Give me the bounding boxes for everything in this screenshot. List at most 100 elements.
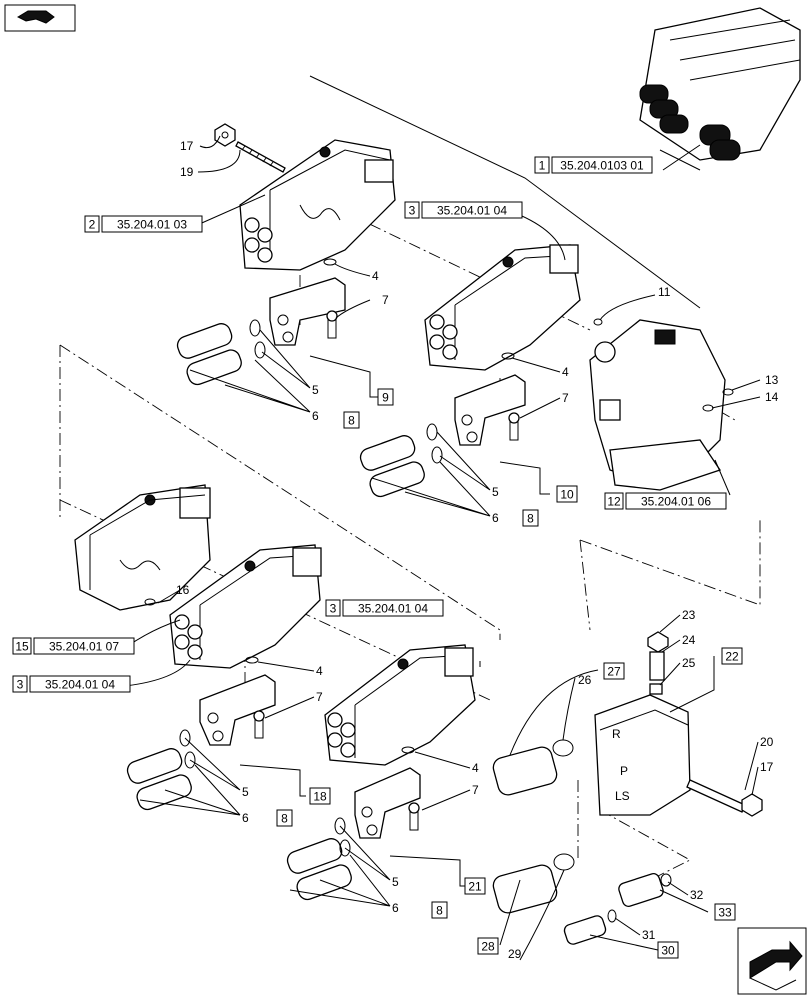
coupler-callout-fans (139, 329, 491, 907)
filter-cartridges (492, 746, 558, 914)
callout-leaders (124, 135, 761, 961)
callout-number-4[interactable]: 4 (472, 761, 479, 775)
callout-number-5[interactable]: 5 (312, 383, 319, 397)
adapter-plate-21 (354, 767, 421, 839)
callout-number-7[interactable]: 7 (382, 293, 389, 307)
boxed-callout-21[interactable]: 21 (464, 877, 486, 895)
svg-text:10: 10 (560, 488, 574, 502)
reference-box-ref-3c[interactable]: 3 35.204.01 04 (325, 599, 444, 617)
reference-number: 3 (330, 602, 337, 616)
screws (253, 310, 520, 831)
callout-number-6[interactable]: 6 (312, 409, 319, 423)
adapter-plate-9 (269, 277, 346, 346)
callout-number-6[interactable]: 6 (242, 811, 249, 825)
svg-text:8: 8 (348, 414, 355, 428)
reference-code: 35.204.01 04 (437, 204, 507, 218)
reference-number: 12 (607, 495, 621, 509)
callout-number-5[interactable]: 5 (242, 785, 249, 799)
boxed-callout-27[interactable]: 27 (603, 662, 625, 680)
svg-text:27: 27 (607, 665, 621, 679)
bolt-19-drawing (235, 141, 286, 173)
reference-box-ref-2[interactable]: 2 35.204.01 03 (84, 215, 203, 233)
callout-number-4[interactable]: 4 (562, 365, 569, 379)
boxed-callout-8[interactable]: 8 (343, 411, 360, 429)
callout-number-16[interactable]: 16 (176, 583, 190, 597)
boxed-callout-33[interactable]: 33 (714, 903, 736, 921)
callout-number-4[interactable]: 4 (372, 269, 379, 283)
svg-text:33: 33 (718, 906, 732, 920)
boxed-callout-22[interactable]: 22 (721, 647, 743, 665)
reference-box-ref-15[interactable]: 15 35.204.01 07 (12, 637, 135, 655)
reference-code: 35.204.01 03 (117, 218, 187, 232)
reference-number: 15 (15, 640, 29, 654)
callout-number-7[interactable]: 7 (472, 783, 479, 797)
callout-number-6[interactable]: 6 (392, 901, 399, 915)
callout-number-19[interactable]: 19 (180, 165, 194, 179)
reference-box-ref-12[interactable]: 12 35.204.01 06 (604, 492, 727, 510)
reference-code: 35.204.0103 01 (560, 159, 644, 173)
boxed-callout-8[interactable]: 8 (431, 901, 448, 919)
boxed-callout-8[interactable]: 8 (276, 809, 293, 827)
back-to-index-icon[interactable] (4, 4, 76, 32)
boxed-callout-28[interactable]: 28 (477, 937, 499, 955)
svg-text:21: 21 (468, 880, 482, 894)
bolt-20-drawing (686, 779, 763, 817)
callout-number-24[interactable]: 24 (682, 633, 696, 647)
callout-number-11[interactable]: 11 (658, 285, 671, 299)
assembled-valve-bank-image (639, 7, 801, 171)
svg-text:22: 22 (725, 650, 739, 664)
svg-text:9: 9 (382, 391, 389, 405)
reference-code: 35.204.01 04 (358, 602, 428, 616)
callout-number-4[interactable]: 4 (316, 664, 323, 678)
reference-code: 35.204.01 07 (49, 640, 119, 654)
callout-number-17[interactable]: 17 (180, 139, 194, 153)
callout-number-25[interactable]: 25 (682, 656, 696, 670)
callout-number-6[interactable]: 6 (492, 511, 499, 525)
callout-number-13[interactable]: 13 (765, 373, 779, 387)
callout-number-17[interactable]: 17 (760, 760, 774, 774)
valve-section-mid-right (424, 244, 581, 371)
reference-number: 1 (539, 159, 546, 173)
adapter-plate-18 (199, 674, 276, 746)
svg-text:8: 8 (281, 812, 288, 826)
callout-number-14[interactable]: 14 (765, 390, 779, 404)
svg-text:18: 18 (313, 790, 327, 804)
svg-text:30: 30 (661, 944, 675, 958)
callout-number-29[interactable]: 29 (508, 947, 522, 961)
fittings-30-33 (563, 873, 664, 945)
svg-text:R: R (612, 727, 621, 741)
boxed-callout-30[interactable]: 30 (657, 941, 679, 959)
boxed-callout-8[interactable]: 8 (522, 509, 539, 527)
reference-box-ref-1[interactable]: 1 35.204.0103 01 (534, 156, 653, 174)
inlet-cover-drawing (589, 319, 726, 491)
valve-section-left (74, 484, 211, 611)
valve-section-bottom (324, 644, 476, 766)
boxed-callout-18[interactable]: 18 (309, 787, 331, 805)
valve-section-top (239, 139, 396, 271)
callout-number-20[interactable]: 20 (760, 735, 774, 749)
svg-text:8: 8 (436, 904, 443, 918)
callout-number-26[interactable]: 26 (578, 673, 592, 687)
callout-number-7[interactable]: 7 (562, 391, 569, 405)
callout-number-32[interactable]: 32 (690, 888, 704, 902)
reference-number: 2 (89, 218, 96, 232)
callout-number-23[interactable]: 23 (682, 608, 696, 622)
reference-number: 3 (17, 678, 24, 692)
callout-number-5[interactable]: 5 (392, 875, 399, 889)
svg-text:28: 28 (481, 940, 495, 954)
svg-text:LS: LS (615, 789, 630, 803)
coupler-pairs (126, 323, 425, 901)
callout-number-7[interactable]: 7 (316, 690, 323, 704)
boxed-callout-9[interactable]: 9 (377, 388, 394, 406)
next-page-icon[interactable] (737, 927, 807, 995)
reference-code: 35.204.01 06 (641, 495, 711, 509)
boxed-callout-10[interactable]: 10 (556, 485, 578, 503)
callout-number-31[interactable]: 31 (642, 928, 656, 942)
callout-number-5[interactable]: 5 (492, 485, 499, 499)
svg-text:P: P (620, 764, 628, 778)
svg-text:8: 8 (527, 512, 534, 526)
